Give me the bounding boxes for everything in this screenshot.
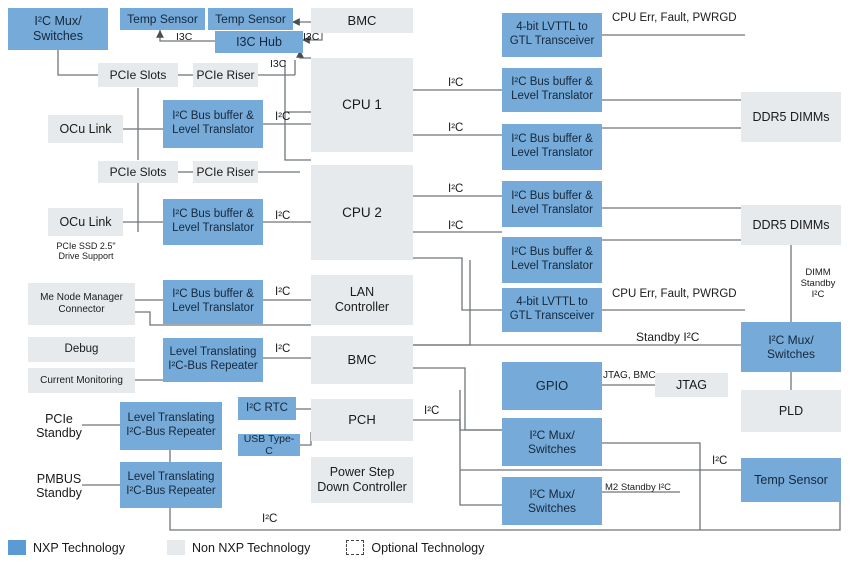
legend-item-optional: Optional Technology [346,540,484,555]
block-cpu-2[interactable]: CPU 2 [311,165,413,260]
block-4bit-lvttl-gtl-transceiver-bottom[interactable]: 4-bit LVTTL to GTL Transceiver [502,288,602,332]
label-pcie-ssd-drive-support: PCIe SSD 2.5" Drive Support [56,241,116,262]
block-temp-sensor-1[interactable]: Temp Sensor [120,8,205,30]
label-cpu-err-fault-pwrgd-bottom: CPU Err, Fault, PWRGD [612,288,737,300]
block-i2c-bus-buffer-level-translator-lan[interactable]: I²C Bus buffer & Level Translator [163,280,263,324]
block-ocu-link-1[interactable]: OCu Link [48,115,123,143]
block-i2c-bus-buffer-level-translator-ddr1a[interactable]: I²C Bus buffer & Level Translator [502,68,602,112]
label-i2c-ddr1b: I²C [448,122,464,134]
block-level-translating-i2c-bus-repeater-bmc[interactable]: Level Translating I²C-Bus Repeater [163,338,263,382]
label-pmbus-standby: PMBUS Standby [36,472,82,501]
label-i2c-ddr1a: I²C [448,77,464,89]
label-cpu-err-fault-pwrgd-top: CPU Err, Fault, PWRGD [612,12,737,24]
block-usb-type-c[interactable]: USB Type-C [238,433,300,457]
block-i2c-mux-switches-top-left[interactable]: I²C Mux/ Switches [8,8,108,50]
block-temp-sensor-3[interactable]: Temp Sensor [741,458,841,502]
block-ddr5-dimms-1[interactable]: DDR5 DIMMs [741,92,841,142]
block-ddr5-dimms-2[interactable]: DDR5 DIMMs [741,205,841,245]
label-i2c-pch: I²C [424,405,440,417]
block-i2c-bus-buffer-level-translator-ddr2a[interactable]: I²C Bus buffer & Level Translator [502,181,602,227]
block-i2c-mux-switches-bottom[interactable]: I²C Mux/ Switches [502,477,602,525]
block-i2c-mux-switches-mid[interactable]: I²C Mux/ Switches [502,418,602,466]
label-i2c-bmc: I²C [275,343,291,355]
block-level-translating-i2c-bus-repeater-pmbus[interactable]: Level Translating I²C-Bus Repeater [120,462,222,508]
block-pcie-slots-2[interactable]: PCIe Slots [98,161,178,183]
label-i2c-bottom-bus: I²C [262,513,278,525]
label-i2c-cpu1-buffer: I²C [275,111,291,123]
block-cpu-1[interactable]: CPU 1 [311,58,413,152]
label-standby-i2c: Standby I²C [636,330,700,344]
block-gpio[interactable]: GPIO [502,362,602,410]
block-bmc-top[interactable]: BMC [311,8,413,33]
legend-swatch-non-nxp-icon [166,540,185,555]
legend-label-optional: Optional Technology [371,540,485,555]
block-level-translating-i2c-bus-repeater-pcie[interactable]: Level Translating I²C-Bus Repeater [120,402,222,450]
label-i2c-ddr2a: I²C [448,183,464,195]
block-temp-sensor-2[interactable]: Temp Sensor [208,8,293,30]
block-me-node-manager-connector[interactable]: Me Node Manager Connector [28,283,135,325]
block-pch[interactable]: PCH [311,399,413,441]
label-jtag-bmc: JTAG, BMC [603,370,656,381]
label-i2c-temp-sensor: I²C [712,455,728,467]
legend-label-nxp: NXP Technology [33,540,125,555]
block-i2c-bus-buffer-level-translator-ddr2b[interactable]: I²C Bus buffer & Level Translator [502,237,602,283]
legend-swatch-nxp-icon [8,540,26,555]
label-i2c-cpu2-buffer: I²C [275,210,291,222]
block-debug[interactable]: Debug [28,337,135,362]
block-i2c-bus-buffer-level-translator-ddr1b[interactable]: I²C Bus buffer & Level Translator [502,124,602,170]
label-pcie-standby: PCIe Standby [36,412,82,441]
legend-item-non-nxp: Non NXP Technology [166,540,311,555]
legend-swatch-optional-icon [346,540,365,555]
label-m2-standby-i2c: M2 Standby I²C [605,482,671,493]
block-jtag[interactable]: JTAG [655,373,728,397]
label-i2c-ddr2b: I²C [448,220,464,232]
label-i3c-c: I3C [270,58,287,70]
block-pcie-riser-1[interactable]: PCIe Riser [193,63,258,87]
block-current-monitoring[interactable]: Current Monitoring [28,368,135,393]
legend-item-nxp: NXP Technology [8,540,125,555]
label-i3c-b: I3C [303,31,320,43]
block-ocu-link-2[interactable]: OCu Link [48,208,123,236]
block-lan-controller[interactable]: LAN Controller [311,275,413,325]
block-i2c-bus-buffer-level-translator-cpu1[interactable]: I²C Bus buffer & Level Translator [163,100,263,148]
block-pcie-riser-2[interactable]: PCIe Riser [193,161,258,183]
legend-label-non-nxp: Non NXP Technology [191,540,311,555]
block-power-step-down-controller[interactable]: Power Step Down Controller [311,457,413,503]
block-4bit-lvttl-gtl-transceiver-top[interactable]: 4-bit LVTTL to GTL Transceiver [502,13,602,57]
label-i2c-lan: I²C [275,286,291,298]
block-i2c-bus-buffer-level-translator-cpu2[interactable]: I²C Bus buffer & Level Translator [163,199,263,245]
block-bmc-bottom[interactable]: BMC [311,336,413,384]
label-i3c-a: I3C [176,31,193,43]
block-i2c-rtc[interactable]: I²C RTC [238,397,296,420]
block-pld[interactable]: PLD [741,390,841,432]
legend: NXP Technology Non NXP Technology Option… [8,540,484,555]
block-i2c-mux-switches-right[interactable]: I²C Mux/ Switches [741,322,841,372]
block-i3c-hub[interactable]: I3C Hub [215,31,303,53]
block-pcie-slots-1[interactable]: PCIe Slots [98,63,178,87]
label-dimm-standby-i2c: DIMM Standby I²C [800,267,836,300]
